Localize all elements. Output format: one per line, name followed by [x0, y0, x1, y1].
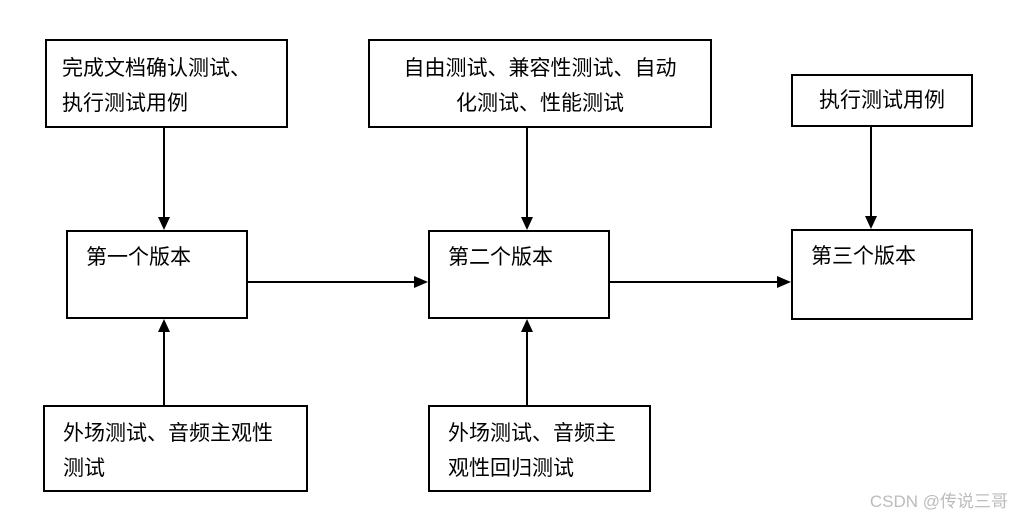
arrow-free-test-to-v2 — [521, 128, 533, 230]
node-version-2: 第二个版本 — [428, 230, 610, 319]
arrow-field2-to-v2 — [521, 319, 533, 405]
node-text-line: 第一个版本 — [86, 245, 191, 269]
node-text-line: 第二个版本 — [448, 245, 553, 269]
node-text-line: 外场测试、音频主观性 — [63, 421, 273, 445]
arrow-doc-confirm-to-v1 — [158, 128, 170, 230]
arrow-v1-to-v2 — [248, 276, 428, 288]
node-exec-test-case: 执行测试用例 — [791, 74, 973, 127]
node-doc-confirm-test: 完成文档确认测试、 执行测试用例 — [45, 39, 288, 128]
node-version-3: 第三个版本 — [791, 229, 973, 320]
node-text-line: 第三个版本 — [811, 244, 916, 268]
arrow-field1-to-v1 — [158, 319, 170, 405]
node-field-test-1: 外场测试、音频主观性 测试 — [43, 405, 308, 492]
node-text-line: 化测试、性能测试 — [456, 91, 624, 115]
node-field-test-2: 外场测试、音频主 观性回归测试 — [428, 405, 651, 492]
node-version-1: 第一个版本 — [66, 230, 248, 319]
node-text-line: 测试 — [63, 456, 105, 480]
node-text-line: 完成文档确认测试、 — [62, 56, 251, 80]
node-text-line: 自由测试、兼容性测试、自动 — [403, 56, 677, 80]
node-text-line: 执行测试用例 — [819, 88, 945, 112]
node-text-line: 执行测试用例 — [62, 91, 188, 115]
arrow-v2-to-v3 — [610, 276, 791, 288]
csdn-watermark: CSDN @传说三哥 — [869, 492, 1008, 511]
arrow-exec-case-to-v3 — [865, 127, 877, 229]
node-free-test: 自由测试、兼容性测试、自动 化测试、性能测试 — [368, 39, 712, 128]
node-text-line: 观性回归测试 — [448, 456, 574, 480]
node-text-line: 外场测试、音频主 — [448, 421, 616, 445]
